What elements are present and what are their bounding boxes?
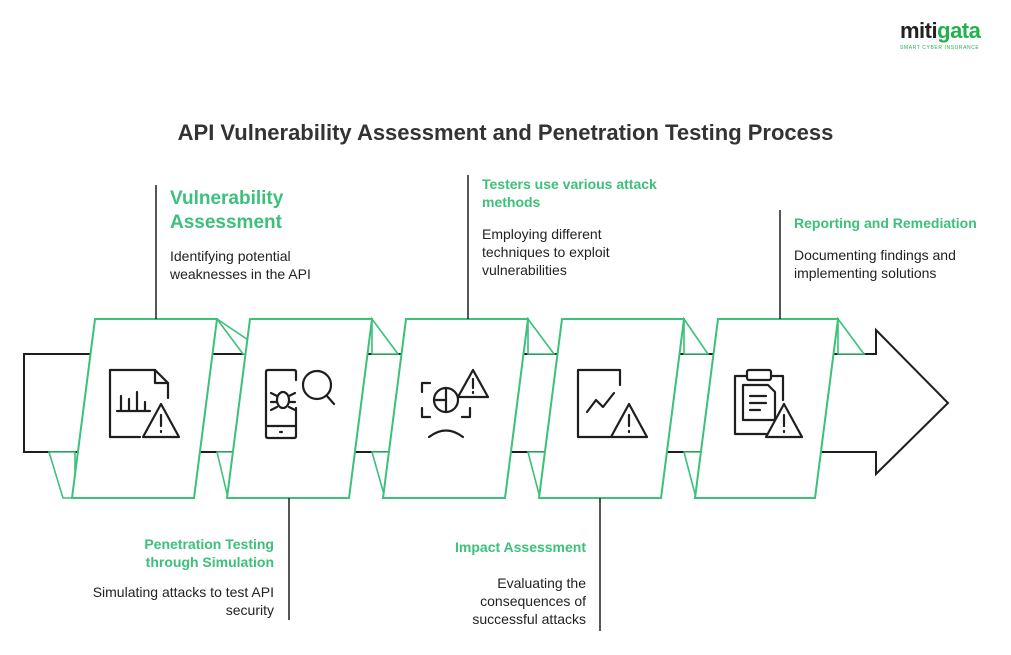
phone-bug-search-icon xyxy=(264,368,336,440)
step-description-2: Simulating attacks to test API security xyxy=(92,584,274,618)
step-label-3: Testers use various attack methods Emplo… xyxy=(482,175,682,279)
step-description-1: Identifying potential weaknesses in the … xyxy=(170,248,311,282)
step-heading-4: Impact Assessment xyxy=(455,539,586,555)
document-chart-warning-icon xyxy=(108,368,181,439)
page-title: API Vulnerability Assessment and Penetra… xyxy=(177,120,834,145)
step-heading-5: Reporting and Remediation xyxy=(794,215,977,231)
leader-lines xyxy=(155,175,781,631)
step-heading-3: Testers use various attack methods xyxy=(482,176,657,210)
step-description-4: Evaluating the consequences of successfu… xyxy=(472,575,586,627)
step-label-2: Penetration Testing through Simulation S… xyxy=(90,535,274,619)
step-label-4: Impact Assessment Evaluating the consequ… xyxy=(416,538,586,628)
step-heading-1: Vulnerability Assessment xyxy=(170,188,284,233)
mitigata-logo: mitigata SMART CYBER INSURANCE xyxy=(898,14,988,54)
target-user-warning-icon xyxy=(420,368,490,439)
clipboard-warning-icon xyxy=(733,368,804,439)
step-heading-2: Penetration Testing through Simulation xyxy=(144,536,274,570)
logo-tagline: SMART CYBER INSURANCE xyxy=(900,45,980,51)
step-card-5 xyxy=(693,318,840,499)
step-description-5: Documenting findings and implementing so… xyxy=(794,247,956,281)
step-card-2 xyxy=(225,318,374,499)
logo-wordmark: mitigata xyxy=(900,18,981,43)
step-card-4 xyxy=(537,318,686,499)
step-description-3: Employing different techniques to exploi… xyxy=(482,226,610,278)
step-label-5: Reporting and Remediation Documenting fi… xyxy=(794,214,994,282)
step-label-1: Vulnerability Assessment Identifying pot… xyxy=(170,187,360,283)
chart-warning-icon xyxy=(576,368,649,439)
